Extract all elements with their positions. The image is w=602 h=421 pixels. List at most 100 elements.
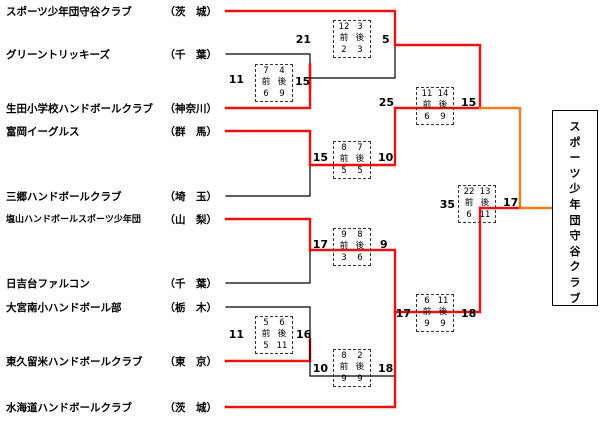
match-9-halftime-box: 22 13 前 後 6 11 (458, 185, 496, 223)
champion-box: スポーツ少年団守谷クラブ (552, 110, 598, 306)
match-8-halftime-box: 6 11 前 後 9 9 (416, 294, 454, 332)
team-name: スポーツ少年団守谷クラブ (6, 6, 132, 18)
team-prefecture: （山 梨） (164, 214, 218, 226)
half1-right: 2 (357, 351, 363, 361)
match-2-left-score: 21 (295, 33, 311, 46)
match-8-right-score: 18 (461, 307, 477, 320)
team-2: グリーントリッキーズ （千 葉） (6, 47, 221, 61)
half1-left: 8 (341, 143, 347, 153)
bracket-line-m4-winner (478, 106, 522, 210)
half1-right: 8 (357, 230, 363, 240)
match-1-right-score: 15 (295, 75, 311, 88)
first-half-label: 前 (339, 33, 349, 43)
bracket-line-team-6 (224, 217, 312, 252)
bracket-line-team-5 (225, 164, 311, 197)
bracket-line-team-7 (225, 249, 311, 284)
half1-left: 6 (424, 296, 430, 306)
team-name: 富岡イーグルス (6, 126, 80, 138)
half2-left: 9 (424, 319, 430, 329)
team-prefecture: （茨 城） (164, 6, 218, 18)
team-9: 東久留米ハンドボールクラブ （東 京） (6, 354, 221, 368)
bracket-line-team-2 (225, 53, 311, 65)
bracket-line-m2-winner (393, 43, 482, 110)
team-prefecture: （東 京） (164, 356, 218, 368)
match-6-left-score: 11 (228, 328, 244, 341)
team-7: 日吉台ファルコン （千 葉） (6, 276, 221, 290)
half1-left: 7 (263, 66, 269, 76)
half1-left: 22 (463, 187, 475, 197)
second-half-label: 後 (277, 329, 287, 339)
team-prefecture: （埼 玉） (164, 191, 218, 203)
half2-left: 9 (341, 374, 347, 384)
half1-right: 11 (437, 296, 449, 306)
team-1: スポーツ少年団守谷クラブ （茨 城） (6, 4, 221, 18)
half2-right: 6 (357, 253, 363, 263)
half2-right: 3 (357, 45, 363, 55)
second-half-label: 後 (277, 77, 287, 87)
team-prefecture: （神奈川） (164, 103, 218, 115)
half2-left: 5 (263, 341, 269, 351)
first-half-label: 前 (339, 362, 349, 372)
match-3-halftime-box: 8 7 前 後 5 5 (333, 141, 371, 179)
first-half-label: 前 (261, 77, 271, 87)
team-prefecture: （千 葉） (164, 278, 218, 290)
match-7-halftime-box: 8 2 前 後 9 9 (333, 349, 371, 387)
team-name: 水海道ハンドボールクラブ (6, 402, 132, 414)
bracket-line-team-1 (224, 9, 397, 47)
match-5-halftime-box: 9 8 前 後 3 6 (333, 228, 371, 266)
bracket-line-team-8 (225, 306, 311, 340)
team-prefecture: （千 葉） (164, 49, 218, 61)
bracket-line-m8-winner (393, 206, 482, 314)
half2-left: 6 (263, 89, 269, 99)
half1-right: 3 (357, 22, 363, 32)
half1-left: 12 (338, 22, 350, 32)
half2-left: 6 (424, 112, 430, 122)
match-5-left-score: 17 (312, 238, 328, 251)
half2-left: 5 (341, 166, 347, 176)
team-10: 水海道ハンドボールクラブ （茨 城） (6, 400, 221, 414)
half1-right: 13 (479, 187, 491, 197)
match-4-left-score: 25 (378, 96, 394, 109)
match-6-halftime-box: 5 6 前 後 5 11 (255, 316, 293, 354)
half2-right: 9 (440, 112, 446, 122)
first-half-label: 前 (422, 100, 432, 110)
bracket-line-team-10 (224, 374, 397, 409)
first-half-label: 前 (339, 154, 349, 164)
team-prefecture: （群 馬） (164, 126, 218, 138)
first-half-label: 前 (339, 241, 349, 251)
match-1-halftime-box: 7 4 前 後 6 9 (255, 64, 293, 102)
match-2-right-score: 5 (382, 33, 390, 46)
half2-right: 9 (279, 89, 285, 99)
team-name: グリーントリッキーズ (6, 49, 110, 61)
first-half-label: 前 (464, 198, 474, 208)
first-half-label: 前 (422, 307, 432, 317)
second-half-label: 後 (355, 362, 365, 372)
half1-left: 5 (263, 318, 269, 328)
half2-left: 3 (341, 253, 347, 263)
bracket-line-m1-winner (309, 44, 396, 79)
second-half-label: 後 (355, 33, 365, 43)
match-6-right-score: 16 (296, 328, 312, 341)
half1-left: 11 (421, 89, 433, 99)
half1-right: 6 (279, 318, 285, 328)
half2-right: 9 (357, 374, 363, 384)
match-3-right-score: 10 (378, 151, 394, 164)
half2-left: 6 (466, 210, 472, 220)
team-name: 塩山ハンドボールスポーツ少年団 (6, 215, 141, 225)
team-6: 塩山ハンドボールスポーツ少年団 （山 梨） (6, 212, 221, 226)
match-3-left-score: 15 (312, 151, 328, 164)
match-2-halftime-box: 12 3 前 後 2 3 (333, 20, 371, 58)
bracket-line-team-4 (224, 129, 312, 167)
bracket-line-m6-winner (309, 338, 396, 377)
team-name: 三郷ハンドボールクラブ (6, 191, 122, 203)
match-7-left-score: 10 (312, 362, 328, 375)
half1-right: 4 (279, 66, 285, 76)
half2-right: 11 (276, 341, 288, 351)
first-half-label: 前 (261, 329, 271, 339)
half1-right: 7 (357, 143, 363, 153)
second-half-label: 後 (480, 198, 490, 208)
team-name: 生田小学校ハンドボールクラブ (6, 103, 153, 115)
team-prefecture: （栃 木） (164, 302, 218, 314)
